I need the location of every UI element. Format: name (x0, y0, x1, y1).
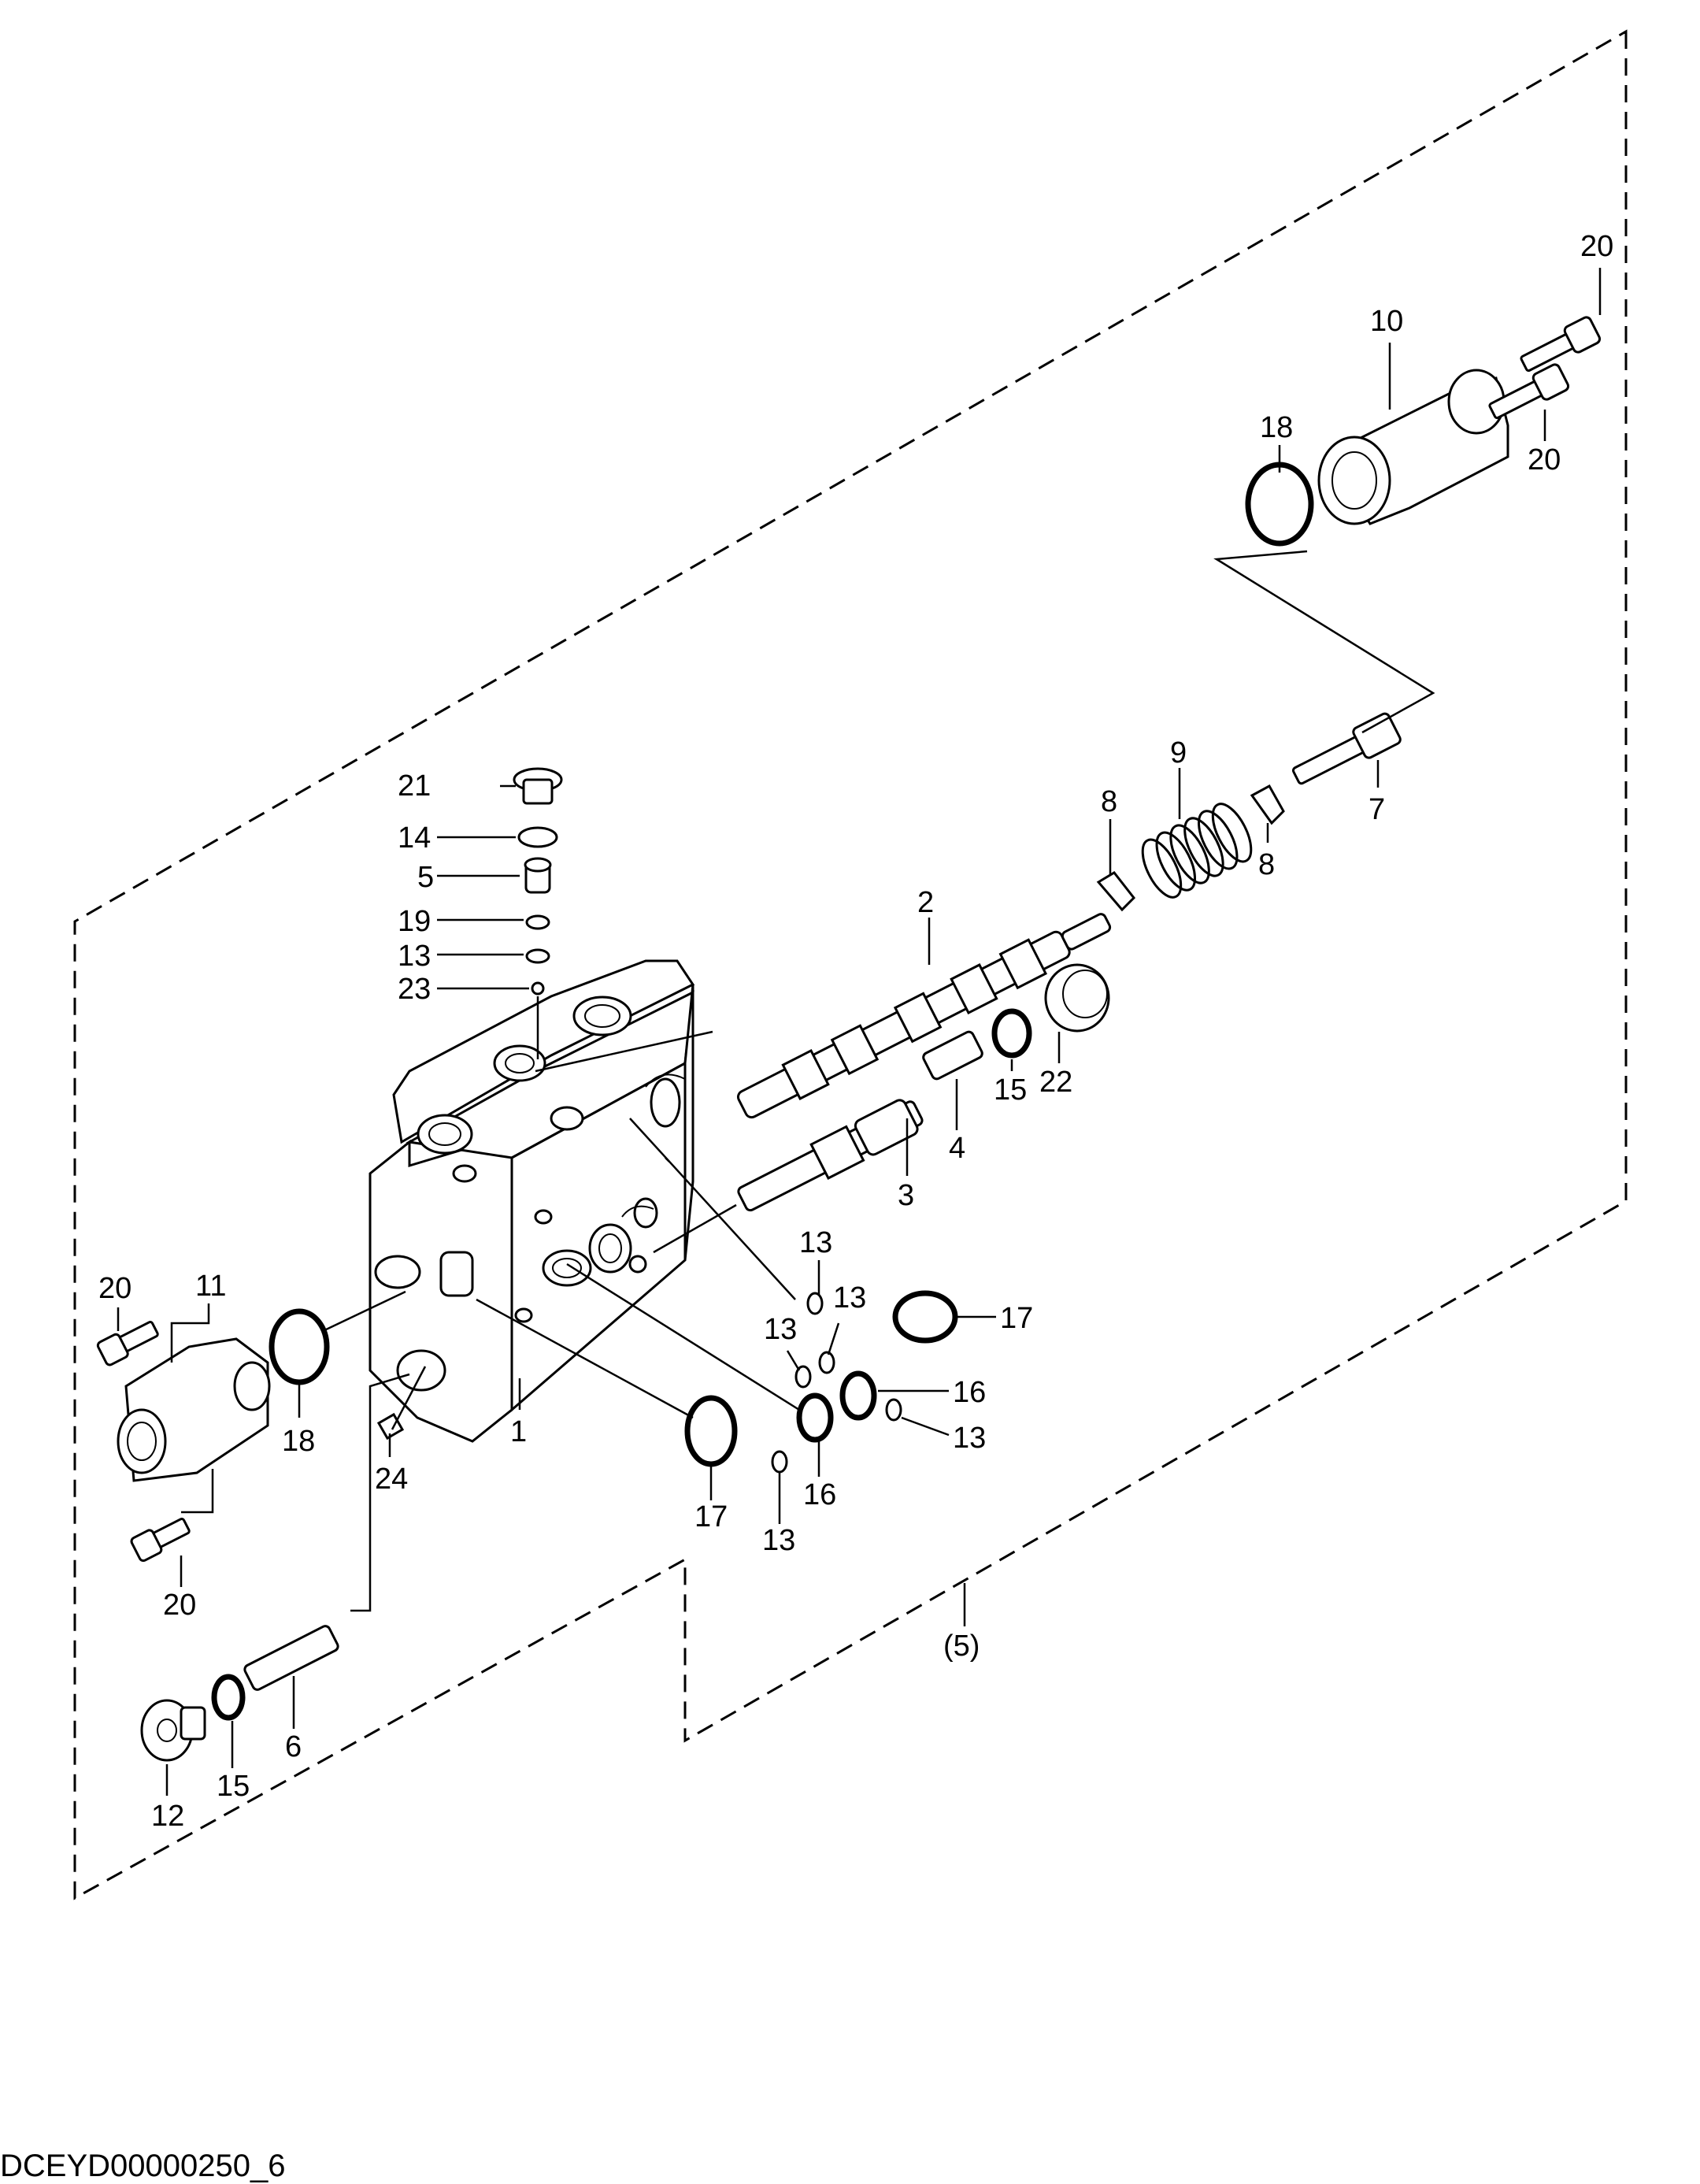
callout-14: 14 (398, 821, 431, 855)
valve-body (369, 959, 695, 1443)
callout-13-top: 13 (398, 940, 431, 973)
callout-9: 9 (1170, 736, 1187, 769)
o-ring-14 (517, 826, 558, 848)
callout-11: 11 (195, 1270, 226, 1303)
callout-13-c: 13 (764, 1313, 797, 1346)
callout-17-lower: 17 (694, 1500, 728, 1533)
o-ring-13-c (818, 1351, 835, 1374)
drawing-id: DCEYD00000250_6 (0, 2149, 285, 2183)
o-ring-18-upper (1245, 462, 1314, 547)
callout-7: 7 (1369, 793, 1385, 826)
callout-24: 24 (375, 1463, 408, 1496)
callout-17-right: 17 (1000, 1302, 1033, 1335)
callout-16-right: 16 (953, 1376, 986, 1409)
callout-10: 10 (1370, 305, 1403, 338)
callout-13-d: 13 (833, 1281, 866, 1314)
o-ring-18-lower (269, 1308, 330, 1385)
callout-16-left: 16 (803, 1478, 836, 1511)
callout-4: 4 (949, 1132, 965, 1165)
spring-9 (1141, 803, 1253, 899)
callout-3: 3 (898, 1179, 914, 1212)
plug-21 (513, 767, 563, 805)
cover-11 (117, 1337, 271, 1482)
spool (736, 913, 1112, 1119)
o-ring-13-a (806, 1292, 824, 1315)
callout-20-upper: 20 (1580, 230, 1613, 263)
callout-13-f: 13 (762, 1524, 795, 1557)
plug-22 (1044, 963, 1110, 1033)
callout-18-lower: 18 (282, 1425, 315, 1458)
leader-lines (117, 268, 1602, 1796)
fitting-5 (524, 857, 552, 894)
callout-13-b: 13 (799, 1226, 832, 1259)
callout-18-upper: 18 (1260, 411, 1293, 444)
callout-8-right: 8 (1258, 848, 1275, 881)
callouts: 21 14 5 19 13 23 2 3 4 15 22 8 9 8 7 10 … (98, 230, 1613, 1833)
spring-4 (922, 1030, 983, 1081)
bolt-20-upper-b (1488, 363, 1570, 420)
bolt-20-left-lower (130, 1518, 191, 1563)
bolt-20-upper-a (1520, 316, 1602, 373)
cover-10 (1317, 369, 1509, 525)
assembly-boundary (73, 29, 1628, 1900)
callout-5-assembly: (5) (943, 1630, 980, 1663)
o-ring-13-b (794, 1365, 812, 1389)
spring-seat-8-right (1250, 784, 1285, 825)
callout-21: 21 (398, 769, 431, 803)
o-ring-19 (525, 914, 550, 930)
callout-22: 22 (1039, 1066, 1072, 1099)
callout-6: 6 (285, 1730, 302, 1763)
o-ring-17-right (892, 1290, 958, 1344)
plug-12 (140, 1699, 206, 1762)
ball-23 (531, 981, 545, 996)
callout-20-left-upper: 20 (98, 1272, 131, 1305)
spool-small (737, 1099, 924, 1212)
o-ring-17-lower (684, 1395, 738, 1467)
callout-15-upper: 15 (994, 1073, 1027, 1107)
callout-1: 1 (510, 1415, 527, 1448)
callout-20-middle: 20 (1528, 443, 1561, 476)
o-ring-15-upper (991, 1008, 1032, 1059)
o-ring-13-top (525, 948, 550, 964)
o-ring-13-e (771, 1450, 788, 1474)
bolt-20-left-upper (96, 1321, 159, 1366)
o-ring-15-lower (211, 1674, 246, 1721)
callout-12: 12 (151, 1800, 184, 1833)
spring-6 (243, 1625, 339, 1691)
callout-15-lower: 15 (217, 1770, 250, 1803)
bolt-7 (1291, 712, 1402, 785)
callout-2: 2 (917, 886, 934, 919)
o-ring-16-left (796, 1392, 834, 1443)
spring-seat-8-left (1096, 871, 1135, 912)
callout-5: 5 (417, 861, 434, 894)
callout-19: 19 (398, 905, 431, 938)
o-ring-16-right (839, 1370, 877, 1421)
callout-13-e: 13 (953, 1422, 986, 1455)
callout-23: 23 (398, 973, 431, 1006)
o-ring-13-d (885, 1398, 902, 1422)
callout-20-left-lower: 20 (163, 1589, 196, 1622)
callout-8-left: 8 (1101, 785, 1117, 818)
